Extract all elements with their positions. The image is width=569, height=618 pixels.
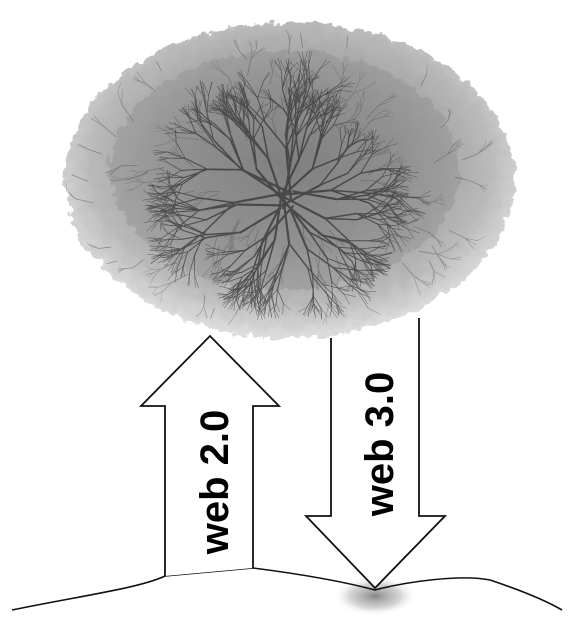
ground-shadow: [333, 576, 417, 616]
arrow-up-icon: web 2.0: [138, 334, 282, 576]
ground-line: [11, 567, 563, 611]
web-3-label: web 3.0: [358, 372, 402, 518]
web-2-label: web 2.0: [193, 410, 237, 556]
arrow-down-icon: web 3.0: [303, 318, 448, 590]
ground: [11, 567, 563, 616]
tree-canopy-icon: [65, 22, 515, 338]
